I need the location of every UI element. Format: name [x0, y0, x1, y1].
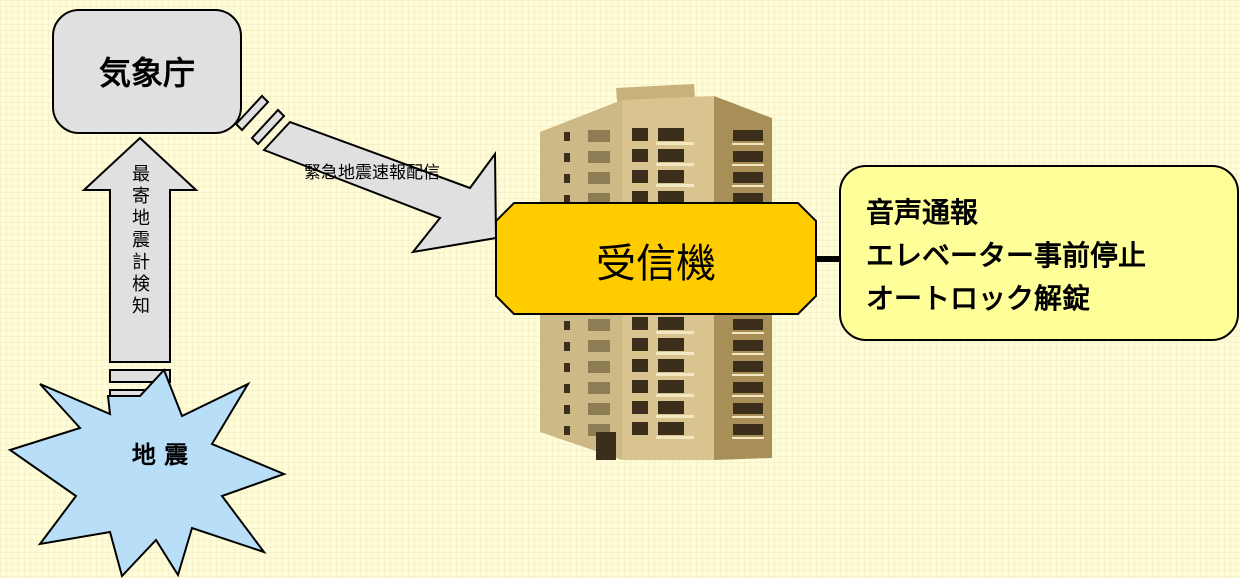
building-window: [658, 170, 684, 183]
building-window: [656, 373, 694, 376]
building-window: [656, 415, 694, 418]
receiver-node: 受信機: [495, 202, 817, 315]
building-window: [733, 130, 763, 141]
building-window: [733, 340, 763, 351]
building-window: [564, 153, 570, 162]
building-window: [564, 321, 570, 330]
building-window: [733, 361, 763, 372]
building-window: [632, 149, 648, 162]
building-window: [632, 380, 648, 393]
action-autolock: オートロック解錠: [866, 282, 1090, 315]
building-window: [733, 319, 763, 330]
building-window: [658, 422, 684, 435]
building-window: [732, 332, 764, 334]
building-window: [588, 172, 610, 184]
building-window: [632, 359, 648, 372]
action-voice: 音声通報: [866, 196, 979, 229]
building-window: [588, 382, 610, 394]
building-window: [564, 342, 570, 351]
building-window: [656, 352, 694, 355]
detection-label-char: 震: [132, 230, 150, 251]
building-window: [733, 382, 763, 393]
building-window: [658, 359, 684, 372]
building-window: [733, 403, 763, 414]
receiver-label: 受信機: [596, 241, 716, 287]
detection-label-char: 検: [132, 274, 150, 295]
building-window: [733, 172, 763, 183]
building-window: [588, 403, 610, 415]
building-window: [656, 142, 694, 145]
building-window: [632, 317, 648, 330]
building-window: [732, 185, 764, 187]
building-window: [588, 130, 610, 142]
detection-label-char: 最: [132, 164, 150, 185]
building-window: [733, 424, 763, 435]
detection-label-char: 計: [132, 252, 150, 273]
building-window: [588, 319, 610, 331]
building-window: [588, 151, 610, 163]
building-window: [732, 353, 764, 355]
detection-label-char: 寄: [132, 186, 150, 207]
building-window: [658, 191, 684, 204]
jma-label: 気象庁: [99, 54, 195, 92]
building-window: [732, 395, 764, 397]
building-window: [658, 128, 684, 141]
building-window: [632, 422, 648, 435]
building-window: [632, 128, 648, 141]
building-window: [732, 374, 764, 376]
building-window: [733, 193, 763, 204]
building-window: [632, 170, 648, 183]
building-window: [656, 184, 694, 187]
building-window: [564, 405, 570, 414]
svg-text:最寄地震計検知: 最寄地震計検知: [132, 164, 150, 317]
actions-node: 音声通報 エレベーター事前停止 オートロック解錠: [839, 165, 1239, 341]
building-window: [588, 340, 610, 352]
jma-node: 気象庁: [52, 9, 242, 134]
building-window: [596, 432, 616, 460]
building-window: [656, 394, 694, 397]
building-window: [632, 338, 648, 351]
building-window: [658, 338, 684, 351]
building-window: [632, 191, 648, 204]
building-window: [588, 361, 610, 373]
earthquake-label: 地 震: [132, 441, 189, 469]
detection-label: 最寄地震計検知: [132, 164, 150, 317]
building-window: [564, 363, 570, 372]
building-window: [632, 401, 648, 414]
building-window: [732, 437, 764, 439]
broadcast-label: 緊急地震速報配信: [304, 163, 440, 183]
detection-label-char: 知: [132, 296, 150, 317]
earthquake-node: 地 震: [7, 368, 287, 578]
building-window: [732, 164, 764, 166]
building-window: [658, 149, 684, 162]
building-window: [658, 317, 684, 330]
building-window: [564, 174, 570, 183]
building-window: [564, 132, 570, 141]
detection-arrow: 最寄地震計検知: [81, 136, 199, 403]
action-elevator: エレベーター事前停止: [866, 239, 1146, 272]
building-window: [733, 151, 763, 162]
building-window: [732, 143, 764, 145]
building-window: [656, 436, 694, 439]
detection-label-char: 地: [132, 208, 150, 229]
building-window: [732, 416, 764, 418]
building-window: [658, 380, 684, 393]
building-window: [658, 401, 684, 414]
building-window: [564, 195, 570, 204]
building-window: [564, 426, 570, 435]
broadcast-arrow: 緊急地震速報配信: [234, 94, 498, 254]
building-window: [564, 384, 570, 393]
building-window: [656, 163, 694, 166]
building-window: [656, 331, 694, 334]
